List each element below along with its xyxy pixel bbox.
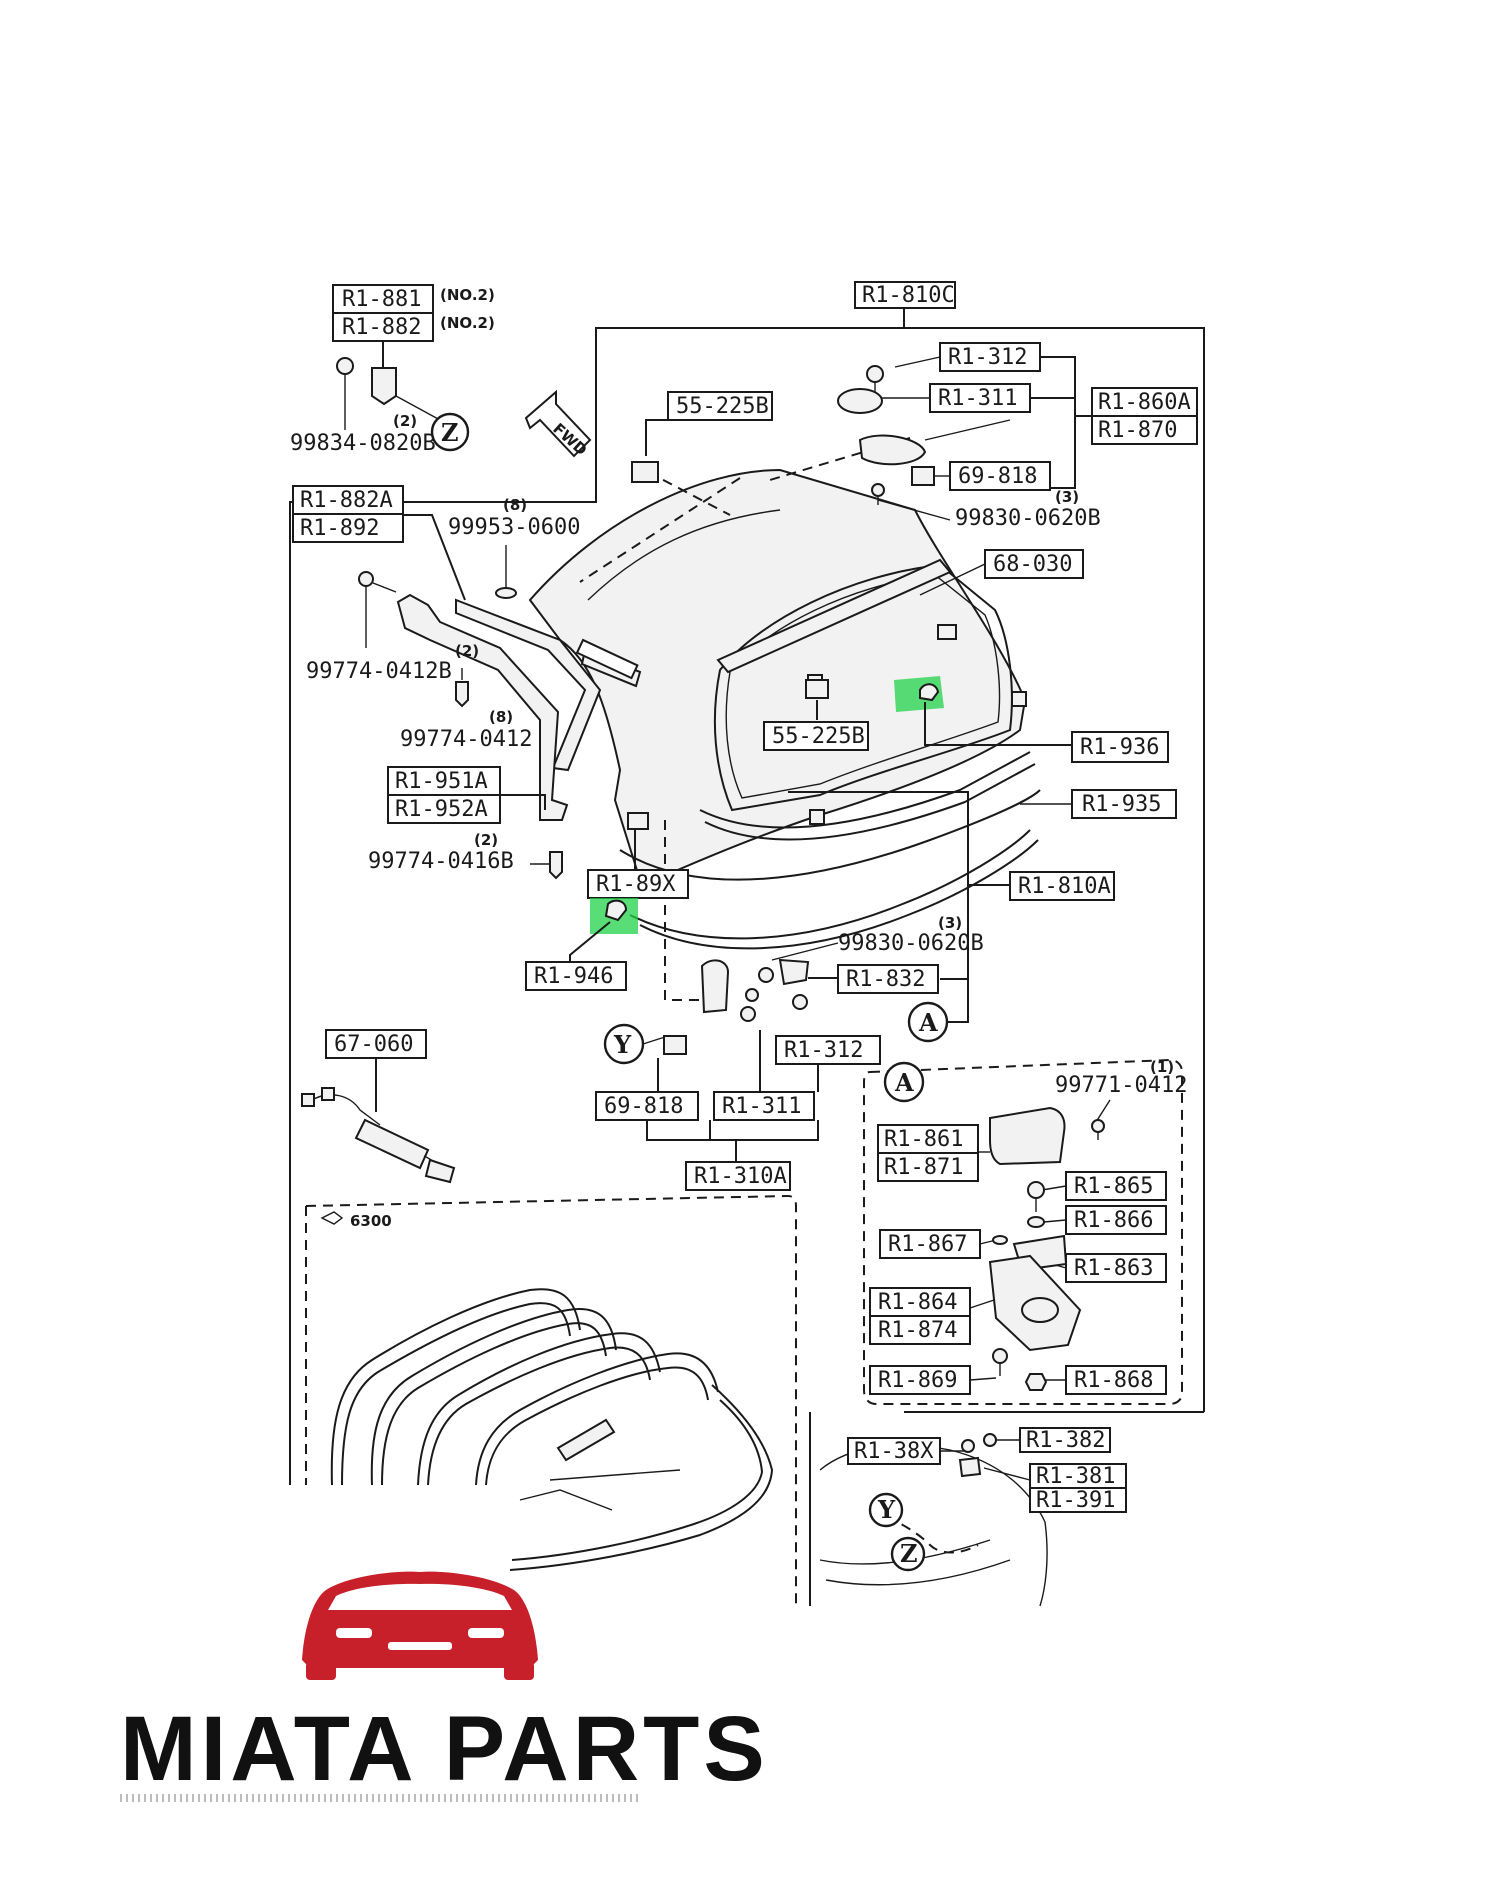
label-r1-951a: R1-951A: [395, 769, 488, 794]
qty-2-c: (2): [474, 831, 498, 849]
label-r1-892: R1-892: [300, 516, 379, 541]
label-r1-869: R1-869: [878, 1368, 957, 1393]
label-68-030: 68-030: [993, 552, 1072, 577]
label-55-225b-mid: 55-225B: [772, 724, 865, 749]
label-r1-312-top: R1-312: [948, 345, 1027, 370]
label-r1-311-top: R1-311: [938, 386, 1017, 411]
fwd-arrow: FWD: [524, 389, 592, 459]
circle-y: Y: [613, 1030, 632, 1059]
group-r1-935: R1-935: [1020, 789, 1177, 819]
circle-a-detail: A: [894, 1068, 914, 1097]
label-r1-865: R1-865: [1074, 1174, 1153, 1199]
label-r1-867: R1-867: [888, 1232, 967, 1257]
label-r1-882: R1-882: [342, 315, 421, 340]
miata-parts-logo: MIATA PARTS: [120, 1571, 769, 1802]
label-r1-311-low: R1-311: [722, 1094, 801, 1119]
label-r1-864: R1-864: [878, 1290, 957, 1315]
label-99771: 99771-0412: [1055, 1073, 1187, 1098]
group-r1-89x: R1-89X: [587, 830, 689, 899]
label-99774-0416b: 99774-0416B: [368, 849, 514, 874]
label-r1-870: R1-870: [1098, 418, 1177, 443]
group-r1-810c: R1-810C: [854, 281, 956, 309]
brand-name: MIATA PARTS: [120, 1698, 769, 1800]
label-r1-874: R1-874: [878, 1318, 957, 1343]
label-r1-863: R1-863: [1074, 1256, 1153, 1281]
group-r1-951a: (2) 99774-0412B (8) 99774-0412 R1-951A R…: [306, 571, 569, 880]
label-r1-866: R1-866: [1074, 1208, 1153, 1233]
label-r1-936: R1-936: [1080, 735, 1159, 760]
label-99774-0412b: 99774-0412B: [306, 659, 452, 684]
label-r1-810c: R1-810C: [862, 283, 955, 308]
group-r1-860a: R1-312 R1-311 R1-860A R1-870 69-818 (3) …: [837, 342, 1198, 531]
group-68-030: 68-030: [919, 549, 1084, 596]
car-logo-icon: [302, 1571, 538, 1680]
ref-6300: 6300: [350, 1212, 392, 1230]
label-r1-935: R1-935: [1082, 792, 1161, 817]
label-r1-871: R1-871: [884, 1155, 963, 1180]
qty-3-mid: (3): [938, 914, 962, 932]
label-99953: 99953-0600: [448, 515, 580, 540]
section-6300: 6300: [305, 1194, 797, 1610]
group-r1-882a: R1-882A R1-892 (8) 99953-0600: [292, 485, 639, 772]
circle-z: Z: [441, 418, 459, 447]
label-55-225b-top: 55-225B: [676, 394, 769, 419]
qty-3-top: (3): [1055, 488, 1079, 506]
label-r1-881: R1-881: [342, 287, 421, 312]
label-r1-861: R1-861: [884, 1127, 963, 1152]
label-69-818-low: 69-818: [604, 1094, 683, 1119]
label-99834: 99834-0820B: [290, 431, 436, 456]
circle-y-inset: Y: [877, 1495, 896, 1524]
label-r1-312-low: R1-312: [784, 1038, 863, 1063]
label-r1-310a: R1-310A: [694, 1164, 787, 1189]
label-r1-381: R1-381: [1036, 1464, 1115, 1489]
group-r1-881: R1-881 R1-882 (NO.2) (NO.2) (2) Z 99834-…: [290, 284, 495, 456]
label-r1-38x: R1-38X: [854, 1439, 934, 1464]
label-r1-382: R1-382: [1026, 1428, 1105, 1453]
group-r1-310a: R1-312 Y 69-818 R1-311 R1-310A: [595, 1023, 881, 1191]
qty-8-b: (8): [489, 708, 513, 726]
qty-1: (1): [1150, 1058, 1174, 1076]
group-r1-810a: R1-810A A: [788, 791, 1115, 1043]
label-69-818-top: 69-818: [958, 464, 1037, 489]
inset-hardtop-rear: R1-38X R1-382 R1-381 R1-391 Y Z: [819, 1427, 1127, 1607]
reference-icon: [320, 1211, 344, 1225]
group-r1-832: (3) 99830-0620B R1-832: [700, 914, 984, 1022]
label-r1-868: R1-868: [1074, 1368, 1153, 1393]
label-r1-391: R1-391: [1036, 1488, 1115, 1513]
label-r1-952a: R1-952A: [395, 797, 488, 822]
hardtop-shell: [528, 468, 1041, 950]
group-55-225b-mid: 55-225B: [763, 679, 869, 751]
circle-z-inset: Z: [900, 1539, 918, 1568]
label-67-060: 67-060: [334, 1032, 413, 1057]
group-67-060: 67-060: [301, 1029, 456, 1184]
label-r1-89x: R1-89X: [596, 872, 676, 897]
group-55-225b-top: 55-225B: [631, 391, 773, 483]
label-r1-832: R1-832: [846, 967, 925, 992]
label-99830-mid: 99830-0620B: [838, 931, 984, 956]
qty-8-a: (8): [503, 496, 527, 514]
label-r1-882a: R1-882A: [300, 488, 393, 513]
qty-2-b: (2): [455, 642, 479, 660]
group-r1-936: R1-936: [894, 676, 1169, 763]
qty-z: (2): [393, 412, 417, 430]
qty-no2-b: (NO.2): [440, 314, 495, 332]
group-r1-946: R1-946: [525, 898, 638, 991]
circle-a: A: [918, 1008, 938, 1037]
detail-a-panel: A (1) 99771-0412 R1-861 R1-871 R1-865 R1…: [863, 1058, 1187, 1405]
label-99774-0412: 99774-0412: [400, 727, 532, 752]
label-r1-810a: R1-810A: [1018, 874, 1111, 899]
label-r1-860a: R1-860A: [1098, 390, 1191, 415]
qty-no2-a: (NO.2): [440, 286, 495, 304]
label-99830-top: 99830-0620B: [955, 506, 1101, 531]
label-r1-946: R1-946: [534, 964, 613, 989]
